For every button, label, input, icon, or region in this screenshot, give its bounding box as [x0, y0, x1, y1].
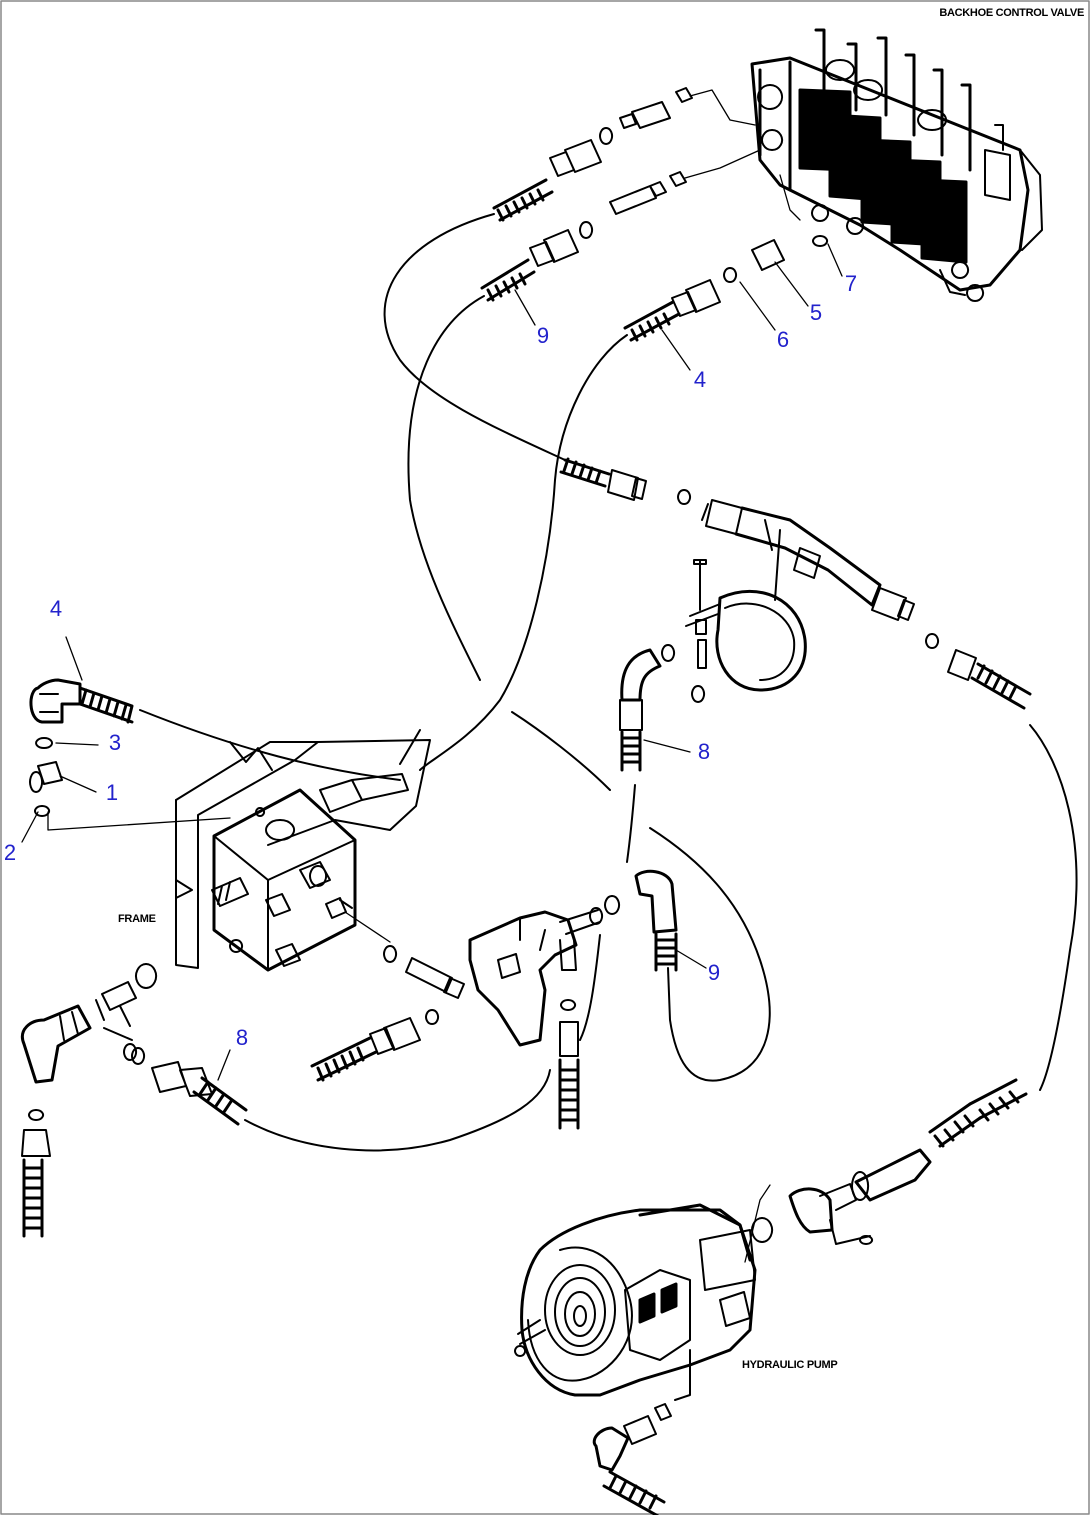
pump-outlet-fittings	[592, 1403, 672, 1515]
callout-1: 1	[106, 780, 118, 805]
left-fittings	[21, 636, 231, 843]
hydraulic-pump-label: HYDRAULIC PUMP	[742, 1359, 837, 1371]
callout-6: 6	[777, 327, 789, 352]
callout-3: 3	[109, 730, 121, 755]
callout-leaders	[217, 739, 707, 1081]
callout-2: 2	[4, 840, 16, 865]
backhoe-control-valve-label: BACKHOE CONTROL VALVE	[939, 7, 1084, 19]
tee-pipe-and-bracket	[559, 457, 1032, 772]
lower-left-piping	[21, 963, 248, 1238]
hydraulic-pump	[514, 1184, 771, 1401]
backhoe-control-valve	[750, 28, 1043, 302]
middle-fittings	[310, 895, 621, 1130]
callout-4-top: 4	[694, 367, 706, 392]
pump-suction-fittings	[751, 1078, 1028, 1245]
frame-and-block	[175, 729, 431, 972]
component-labels: BACKHOE CONTROL VALVE FRAME HYDRAULIC PU…	[118, 7, 1084, 1371]
callout-4-left: 4	[50, 596, 62, 621]
elbow-fitting-9	[634, 869, 678, 972]
callout-8-left: 8	[236, 1025, 248, 1050]
callout-numbers: 9 7 5 6 4 4 3 1 2 8 9 8	[4, 271, 857, 1050]
callout-8-right: 8	[698, 739, 710, 764]
hoses	[139, 213, 1078, 1152]
callout-9-lower: 9	[708, 960, 720, 985]
callout-5: 5	[810, 300, 822, 325]
valve-fittings	[480, 87, 829, 342]
callout-7: 7	[845, 271, 857, 296]
frame-label: FRAME	[118, 913, 156, 925]
valve-leaders	[514, 243, 843, 371]
callout-9-top: 9	[537, 323, 549, 348]
